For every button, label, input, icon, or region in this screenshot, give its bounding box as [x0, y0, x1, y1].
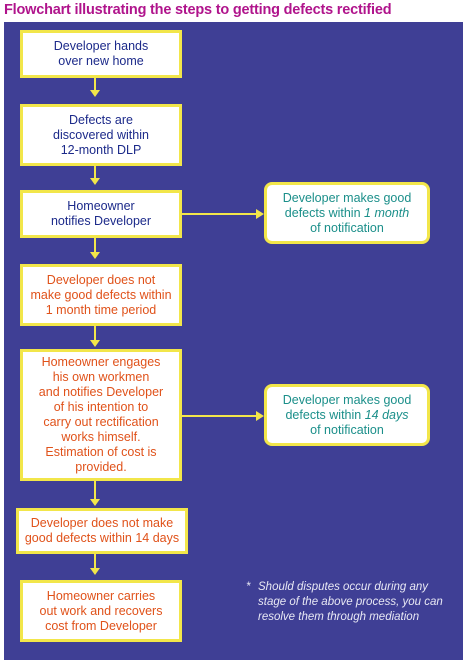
- step-text: Developer does not: [46, 272, 156, 287]
- arrow-down-icon: [90, 178, 100, 185]
- step-text: notifies Developer: [50, 214, 152, 228]
- step-text: provided.: [75, 460, 127, 474]
- arrow-down-icon: [90, 340, 100, 347]
- outcome-text-emphasis: 1 month: [364, 205, 410, 220]
- footnote-asterisk: *: [246, 581, 251, 593]
- outcome-text-prefix: defects within: [285, 407, 365, 422]
- step-text: cost from Developer: [45, 618, 157, 633]
- step-text: Defects are: [69, 112, 133, 127]
- outcome-text: of notification: [310, 220, 384, 235]
- connector-line: [94, 166, 96, 178]
- outcome-good-within-1-month: Developer makes good defects within 1 mo…: [264, 182, 430, 244]
- step-text: Estimation of cost is: [45, 445, 157, 459]
- step-text: over new home: [58, 54, 144, 68]
- outcome-good-within-14-days: Developer makes good defects within 14 d…: [264, 384, 430, 446]
- arrow-right-icon: [256, 209, 264, 219]
- outcome-text: of notification: [310, 422, 384, 437]
- mediation-footnote: * Should disputes occur during any stage…: [246, 580, 458, 625]
- step-text: Homeowner: [67, 199, 135, 213]
- arrow-down-icon: [90, 568, 100, 575]
- step-text: good defects within 14 days: [24, 531, 180, 545]
- step-homeowner-engages-workmen: Homeowner engages his own workmen and no…: [20, 349, 182, 481]
- step-text: Homeowner carries: [46, 588, 156, 603]
- step-text: carry out rectification: [43, 415, 159, 429]
- step-text: his own workmen: [52, 370, 150, 384]
- connector-line: [94, 481, 96, 499]
- step-text: Developer does not make: [30, 516, 174, 530]
- step-text: Developer hands: [53, 39, 149, 53]
- connector-line: [94, 78, 96, 90]
- outcome-text-prefix: defects within: [284, 205, 365, 220]
- connector-line: [94, 554, 96, 568]
- step-text: of his intention to: [53, 400, 149, 414]
- arrow-down-icon: [90, 90, 100, 97]
- outcome-text: Developer makes good: [282, 392, 412, 407]
- step-text: discovered within: [53, 127, 149, 142]
- step-text: Homeowner engages: [41, 355, 161, 369]
- step-developer-hands-over: Developer hands over new home: [20, 30, 182, 78]
- connector-line: [182, 213, 257, 215]
- step-text: 1 month time period: [45, 302, 157, 317]
- outcome-text-emphasis: 14 days: [364, 407, 409, 422]
- connector-line: [182, 415, 257, 417]
- step-text: works himself.: [61, 430, 141, 444]
- step-text: 12-month DLP: [60, 142, 142, 157]
- outcome-text: Developer makes good: [282, 190, 412, 205]
- flowchart-title: Flowchart illustrating the steps to gett…: [4, 2, 392, 18]
- footnote-text: Should disputes occur during any stage o…: [258, 581, 443, 623]
- step-text: out work and recovers: [39, 603, 163, 618]
- step-developer-fails-14-days: Developer does not make good defects wit…: [16, 508, 188, 554]
- arrow-down-icon: [90, 499, 100, 506]
- arrow-down-icon: [90, 252, 100, 259]
- connector-line: [94, 326, 96, 340]
- arrow-right-icon: [256, 411, 264, 421]
- step-homeowner-carries-out-work: Homeowner carries out work and recovers …: [20, 580, 182, 642]
- step-text: make good defects within: [30, 287, 172, 302]
- outcome-text: defects within 1 month: [283, 206, 412, 221]
- flowchart-panel: Developer hands over new home Defects ar…: [4, 22, 463, 660]
- step-defects-discovered: Defects are discovered within 12-month D…: [20, 104, 182, 166]
- step-homeowner-notifies: Homeowner notifies Developer: [20, 190, 182, 238]
- step-text: and notifies Developer: [38, 385, 164, 399]
- outcome-text: defects within 14 days: [283, 408, 412, 423]
- step-developer-fails-1-month: Developer does not make good defects wit…: [20, 264, 182, 326]
- connector-line: [94, 238, 96, 252]
